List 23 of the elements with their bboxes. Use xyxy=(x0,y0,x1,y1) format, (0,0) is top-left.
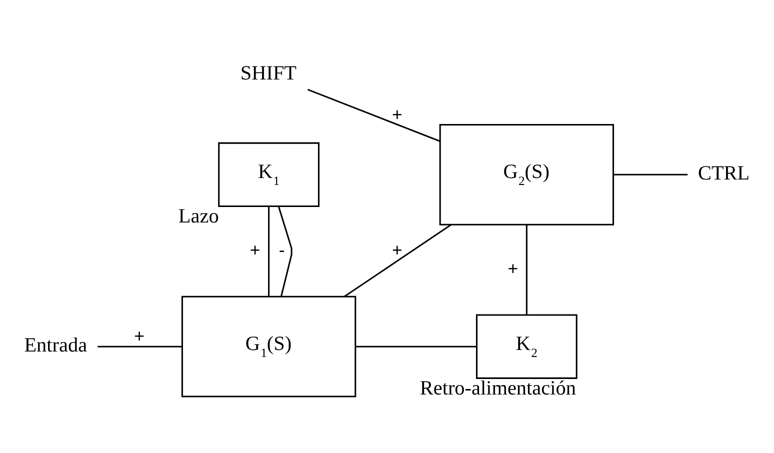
connector xyxy=(98,346,182,348)
node-text: SHIFT xyxy=(240,62,297,85)
node-box: K$_{2}$ xyxy=(476,314,578,379)
node-label: Retro-alimentación xyxy=(420,377,576,400)
connector xyxy=(278,206,292,296)
connector xyxy=(344,224,452,298)
node-box: K$_{1}$ xyxy=(218,142,320,208)
node-text: CTRL xyxy=(698,162,750,184)
connector xyxy=(526,224,528,315)
node-text: Entrada xyxy=(24,334,88,356)
edge-label: + xyxy=(508,258,518,278)
connector xyxy=(355,346,477,348)
edge-label: + xyxy=(392,104,402,125)
connector xyxy=(613,174,688,176)
edge-label: + xyxy=(250,240,260,260)
node-box: G$_{2}$(S) xyxy=(439,124,614,226)
edge-label: + xyxy=(134,326,145,346)
connector xyxy=(307,88,440,142)
node-label: Lazo xyxy=(178,205,219,228)
edge-label: - xyxy=(278,240,285,260)
connector xyxy=(268,206,270,296)
edge-label: + xyxy=(392,240,402,260)
node-box: G$_{1}$(S) xyxy=(181,296,356,398)
